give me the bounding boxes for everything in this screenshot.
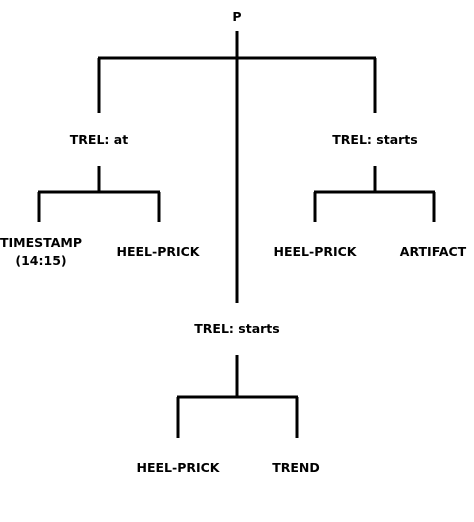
node-timestamp-label: TIMESTAMP xyxy=(0,235,82,250)
node-right-heel-prick-label: HEEL-PRICK xyxy=(274,244,358,259)
node-trel-starts-right-label: TREL: starts xyxy=(332,132,417,147)
node-artifact-label: ARTIFACT xyxy=(400,244,467,259)
node-trel-starts-middle-label: TREL: starts xyxy=(194,321,279,336)
tree-edges xyxy=(37,31,436,438)
node-root-label: P xyxy=(232,9,241,24)
tree-labels: P TREL: at TIMESTAMP (14:15) HEEL-PRICK … xyxy=(0,9,467,475)
node-timestamp-time-label: (14:15) xyxy=(15,253,66,268)
node-trend-label: TREND xyxy=(272,460,320,475)
node-left-heel-prick-label: HEEL-PRICK xyxy=(117,244,201,259)
node-trel-at-label: TREL: at xyxy=(70,132,128,147)
node-middle-heel-prick-label: HEEL-PRICK xyxy=(137,460,221,475)
